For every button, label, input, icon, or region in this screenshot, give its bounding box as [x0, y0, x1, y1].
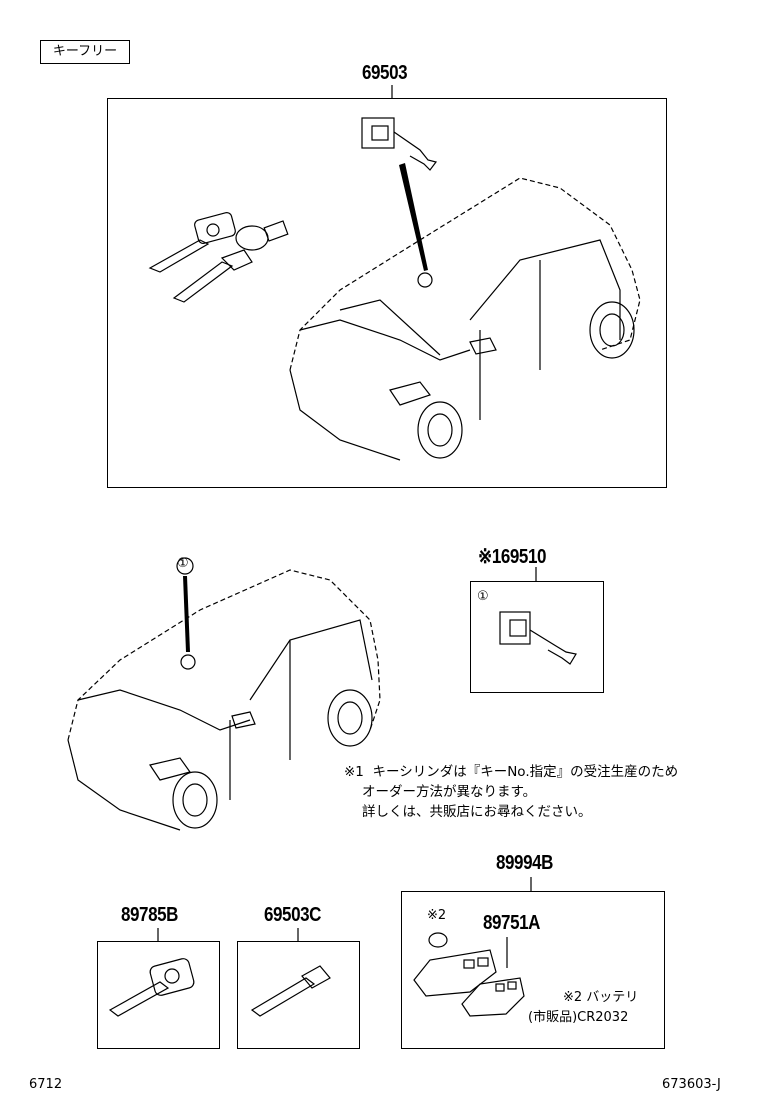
key-set-icon — [148, 212, 289, 303]
part-number-89994B[interactable]: 89994B — [496, 852, 554, 874]
key-cylinder-icon — [361, 117, 438, 171]
part-number-89751A[interactable]: 89751A — [483, 912, 541, 934]
car-icon-top — [289, 177, 641, 461]
battery-mark: ※2 — [427, 908, 447, 923]
cylinder-callout: ① — [477, 589, 489, 604]
pointer-bold — [399, 163, 428, 271]
part-number-69503[interactable]: 69503 — [362, 62, 408, 84]
note-line-1: ※1 キーシリンダは『キーNo.指定』の受注生産のため — [344, 764, 679, 780]
part-number-69510[interactable]: ※169510 — [478, 546, 546, 568]
cylinder-box — [470, 581, 604, 693]
note-line-2: オーダー方法が異なります。 — [362, 784, 537, 800]
remote-box — [401, 891, 665, 1049]
category-tag: キーフリー — [40, 40, 130, 64]
key-cylinder-small-icon — [499, 611, 577, 665]
footer-left-code: 6712 — [29, 1077, 63, 1092]
note-line-3: 詳しくは、共販店にお尋ねください。 — [362, 804, 592, 820]
main-parts-box — [107, 98, 667, 488]
battery-note-2: (市販品)CR2032 — [528, 1010, 629, 1025]
key-c-box — [237, 941, 360, 1049]
car-icon-middle — [67, 557, 381, 831]
key-b-box — [97, 941, 220, 1049]
remote-key-icon — [413, 932, 525, 1017]
footer-right-code: 673603-J — [662, 1077, 721, 1092]
car-callout: ① — [177, 556, 189, 571]
battery-note-1: ※2 バッテリ — [563, 990, 639, 1005]
key-c-icon — [250, 965, 331, 1017]
part-number-69503C[interactable]: 69503C — [264, 904, 322, 926]
key-b-icon — [108, 958, 195, 1017]
part-number-89785B[interactable]: 89785B — [121, 904, 179, 926]
